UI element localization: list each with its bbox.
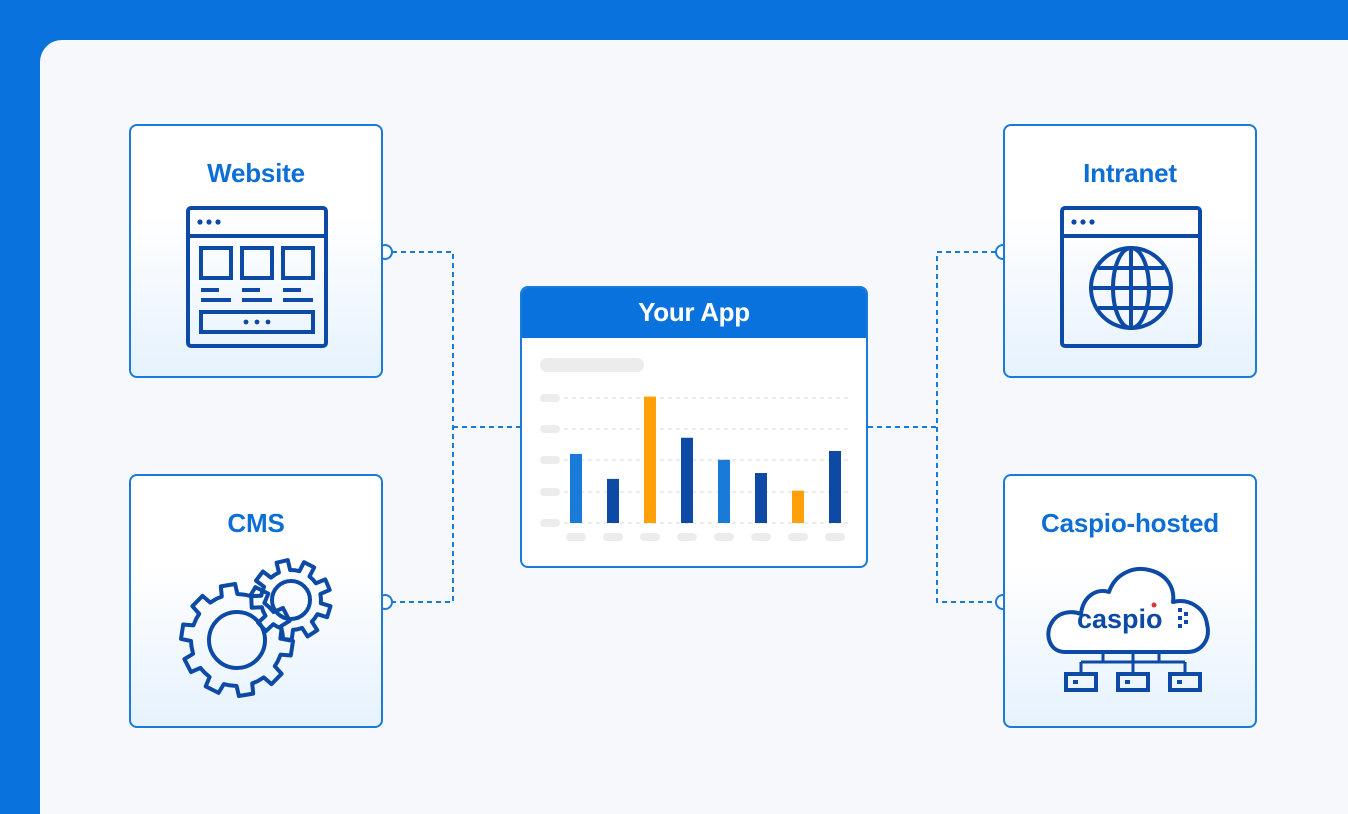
x-tick-placeholder [714, 533, 734, 541]
website-title: Website [207, 158, 305, 188]
app-bar-chart [540, 358, 848, 541]
chart-bar [681, 437, 693, 523]
cloud-network-icon: caspio [1046, 567, 1210, 692]
x-tick-placeholder [566, 533, 586, 541]
x-tick-placeholder [677, 533, 697, 541]
y-tick-placeholder [540, 456, 560, 464]
cms-title: CMS [227, 508, 285, 538]
x-tick-placeholder [788, 533, 808, 541]
x-tick-placeholder [640, 533, 660, 541]
caspio-logo: caspio [1077, 604, 1163, 634]
intranet-card: Intranet [1003, 124, 1257, 378]
website-card: Website [129, 124, 383, 378]
x-tick-placeholder [825, 533, 845, 541]
chart-bar [644, 396, 656, 523]
gears-icon [179, 558, 333, 698]
app-title: Your App [522, 288, 866, 338]
x-tick-placeholder [603, 533, 623, 541]
chart-bar [718, 459, 730, 523]
browser-globe-icon [1060, 206, 1202, 348]
chart-bar [570, 453, 582, 523]
y-tick-placeholder [540, 394, 560, 402]
intranet-title: Intranet [1083, 158, 1177, 188]
caspio-hosted-title: Caspio-hosted [1041, 508, 1219, 538]
x-tick-placeholder [751, 533, 771, 541]
your-app-window: Your App [520, 286, 868, 568]
y-tick-placeholder [540, 519, 560, 527]
browser-layout-icon [186, 206, 328, 348]
large-gear-hub [207, 610, 267, 670]
small-gear-hub [270, 579, 312, 621]
large-gear [179, 582, 295, 698]
small-gear [249, 558, 333, 642]
y-tick-placeholder [540, 425, 560, 433]
cms-card: CMS [129, 474, 383, 728]
y-tick-placeholder [540, 488, 560, 496]
chart-bar [792, 490, 804, 523]
chart-bar [829, 450, 841, 523]
chart-bar [755, 473, 767, 523]
chart-bar [607, 478, 619, 523]
caspio-hosted-card: Caspio-hosted caspio [1003, 474, 1257, 728]
chart-title-placeholder [540, 358, 644, 372]
